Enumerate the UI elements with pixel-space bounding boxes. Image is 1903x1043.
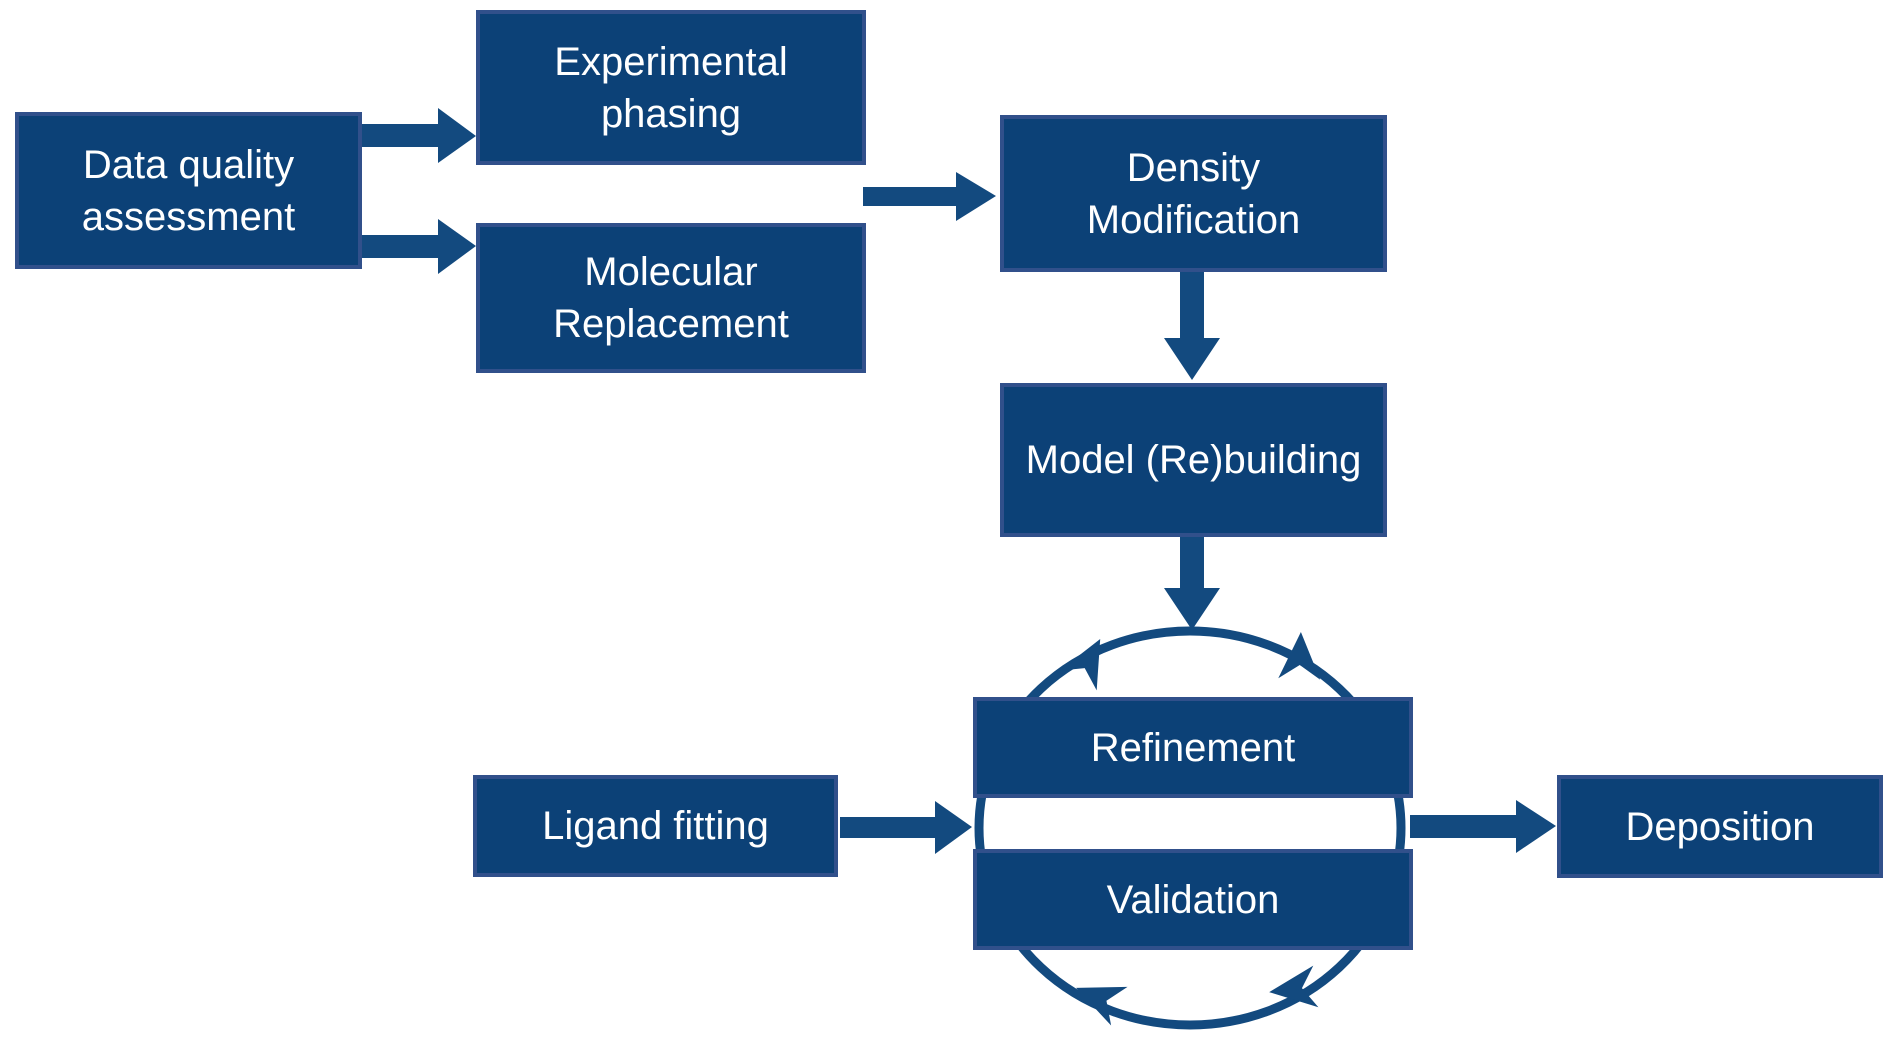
box-label: Refinement (1090, 725, 1296, 770)
arrow-to-experimental-phasing (362, 108, 476, 163)
cycle-arrowhead-top-right-icon (1278, 632, 1321, 680)
cycle-arrowhead-top-left-icon (1059, 639, 1101, 691)
arrow-from-ligand-fitting (840, 801, 972, 854)
arrow-to-deposition (1410, 800, 1556, 853)
box-validation: Validation (973, 849, 1413, 950)
box-label: Model (Re)building (1025, 438, 1362, 482)
box-label: Ligand fitting (542, 804, 769, 848)
arrow-to-molecular-replacement (362, 219, 476, 274)
box-label: Validation (1106, 877, 1280, 922)
box-model-rebuilding: Model (Re)building (1000, 383, 1387, 537)
box-data-quality-assessment: Data quality assessment (15, 112, 362, 269)
box-label: Deposition (1625, 804, 1815, 849)
arrow-to-density-modification (863, 172, 996, 221)
arrow-to-refinement-cycle (1164, 537, 1220, 630)
box-label: Data quality assessment (81, 142, 296, 239)
cycle-ring (974, 626, 1406, 1030)
box-ligand-fitting: Ligand fitting (473, 775, 838, 877)
box-refinement: Refinement (973, 697, 1413, 798)
box-label: Molecular Replacement (553, 250, 789, 346)
box-density-modification: Density Modification (1000, 115, 1387, 272)
arrow-to-model-rebuilding (1164, 272, 1220, 380)
cycle-arrowhead-bottom-left-icon (1076, 986, 1128, 1026)
box-deposition: Deposition (1557, 775, 1883, 878)
box-experimental-phasing: Experimental phasing (476, 10, 866, 165)
cycle-arrowhead-bottom-right-icon (1269, 965, 1319, 1008)
box-label: Density Modification (1086, 145, 1301, 242)
box-label: Experimental phasing (554, 39, 788, 136)
box-molecular-replacement: Molecular Replacement (476, 223, 866, 373)
